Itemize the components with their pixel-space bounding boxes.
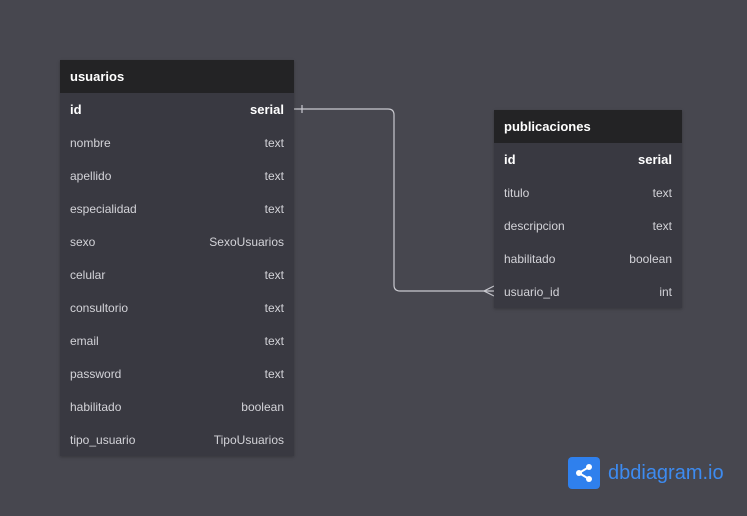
field-list: id serial titulo text descripcion text habilit… bbox=[494, 143, 682, 308]
field-row[interactable]: tipo_usuario TipoUsuarios bbox=[60, 423, 294, 456]
field-row[interactable]: celular text bbox=[60, 258, 294, 291]
brand-logo-link[interactable]: dbdiagram.io bbox=[568, 457, 724, 489]
field-name: habilitado bbox=[70, 399, 122, 414]
field-name: password bbox=[70, 366, 122, 381]
field-type: serial bbox=[250, 102, 284, 117]
field-type: serial bbox=[638, 152, 672, 167]
field-row[interactable]: sexo SexoUsuarios bbox=[60, 225, 294, 258]
field-name: descripcion bbox=[504, 218, 565, 233]
field-name: habilitado bbox=[504, 251, 556, 266]
field-type: TipoUsuarios bbox=[213, 432, 284, 447]
field-type: boolean bbox=[241, 399, 284, 414]
field-name: id bbox=[70, 102, 82, 117]
field-row[interactable]: usuario_id int bbox=[494, 275, 682, 308]
field-name: email bbox=[70, 333, 99, 348]
field-type: text bbox=[652, 185, 672, 200]
field-name: id bbox=[504, 152, 516, 167]
field-name: nombre bbox=[70, 135, 111, 150]
field-type: text bbox=[264, 201, 284, 216]
field-row[interactable]: habilitado boolean bbox=[60, 390, 294, 423]
field-row[interactable]: nombre text bbox=[60, 126, 294, 159]
share-nodes-icon bbox=[568, 457, 600, 489]
field-row[interactable]: habilitado boolean bbox=[494, 242, 682, 275]
field-name: consultorio bbox=[70, 300, 129, 315]
field-row[interactable]: titulo text bbox=[494, 176, 682, 209]
field-type: SexoUsuarios bbox=[209, 234, 284, 249]
field-type: text bbox=[264, 267, 284, 282]
field-type: boolean bbox=[629, 251, 672, 266]
field-type: text bbox=[652, 218, 672, 233]
field-row[interactable]: descripcion text bbox=[494, 209, 682, 242]
field-type: int bbox=[659, 284, 672, 299]
field-type: text bbox=[264, 366, 284, 381]
brand-name: dbdiagram.io bbox=[608, 461, 724, 484]
table-title[interactable]: publicaciones bbox=[494, 110, 682, 143]
field-type: text bbox=[264, 168, 284, 183]
field-name: titulo bbox=[504, 185, 530, 200]
field-name: sexo bbox=[70, 234, 96, 249]
field-name: tipo_usuario bbox=[70, 432, 136, 447]
field-name: apellido bbox=[70, 168, 112, 183]
field-row[interactable]: id serial bbox=[494, 143, 682, 176]
table-title[interactable]: usuarios bbox=[60, 60, 294, 93]
many-marker bbox=[482, 285, 495, 297]
field-type: text bbox=[264, 333, 284, 348]
field-name: usuario_id bbox=[504, 284, 560, 299]
field-row[interactable]: email text bbox=[60, 324, 294, 357]
field-row[interactable]: especialidad text bbox=[60, 192, 294, 225]
field-row[interactable]: consultorio text bbox=[60, 291, 294, 324]
field-row[interactable]: apellido text bbox=[60, 159, 294, 192]
field-type: text bbox=[264, 300, 284, 315]
field-type: text bbox=[264, 135, 284, 150]
field-name: especialidad bbox=[70, 201, 137, 216]
field-row[interactable]: password text bbox=[60, 357, 294, 390]
field-row[interactable]: id serial bbox=[60, 93, 294, 126]
field-name: celular bbox=[70, 267, 106, 282]
